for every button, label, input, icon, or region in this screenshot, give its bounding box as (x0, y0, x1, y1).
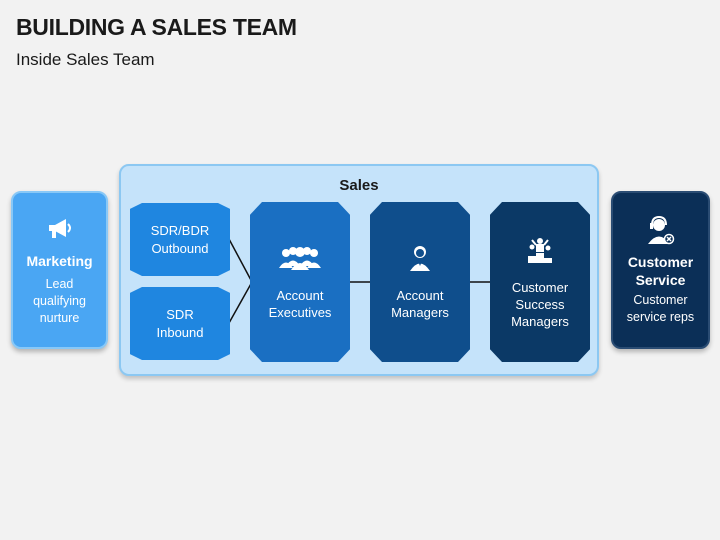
customer-success-line: Customer (511, 279, 569, 295)
team-icon (276, 243, 324, 273)
customer-success-line: Managers (511, 313, 569, 329)
sales-label: Sales (339, 177, 379, 194)
account-managers-line: Managers (391, 305, 449, 320)
marketing-title: Marketing (26, 252, 93, 269)
account-executives-line: Account (276, 288, 324, 303)
marketing-desc-line: Lead (45, 276, 74, 291)
customer-service-card: Customer Service Customer service reps (611, 191, 710, 349)
customer-success-managers-card: Customer Success Managers (490, 202, 590, 362)
marketing-desc-line: qualifying (33, 293, 86, 308)
customer-service-description: Customer service reps (627, 292, 694, 326)
sdr-outbound-line: SDR/BDR (150, 222, 210, 238)
account-managers-line: Account (396, 288, 444, 303)
connector-line (228, 238, 253, 283)
account-managers-card: Account Managers (370, 202, 470, 362)
customer-service-title-line: Customer (627, 253, 694, 270)
customer-service-title-line: Service (635, 271, 686, 288)
connector-line (228, 281, 253, 324)
sdr-inbound-line: SDR (166, 306, 194, 322)
sdr-inbound-line: Inbound (156, 324, 204, 340)
headset-support-icon (647, 215, 675, 245)
customer-success-line: Success (515, 296, 565, 312)
marketing-description: Lead qualifying nurture (33, 276, 86, 327)
megaphone-icon (46, 214, 74, 244)
sdr-outbound-line: Outbound (151, 240, 209, 256)
page-title: BUILDING A SALES TEAM (16, 14, 297, 40)
sdr-inbound-card: SDR Inbound (130, 287, 230, 360)
account-executives-card: Account Executives (250, 202, 350, 362)
page-subtitle: Inside Sales Team (16, 50, 155, 69)
marketing-card: Marketing Lead qualifying nurture (11, 191, 108, 349)
account-executives-line: Executives (268, 305, 332, 320)
marketing-desc-line: nurture (39, 310, 80, 325)
customer-service-desc-line: service reps (626, 309, 695, 324)
customer-service-desc-line: Customer (633, 292, 688, 307)
customer-service-title: Customer Service (628, 253, 693, 289)
winners-podium-icon (527, 235, 553, 265)
manager-icon (408, 243, 432, 273)
sdr-outbound-card: SDR/BDR Outbound (130, 203, 230, 276)
